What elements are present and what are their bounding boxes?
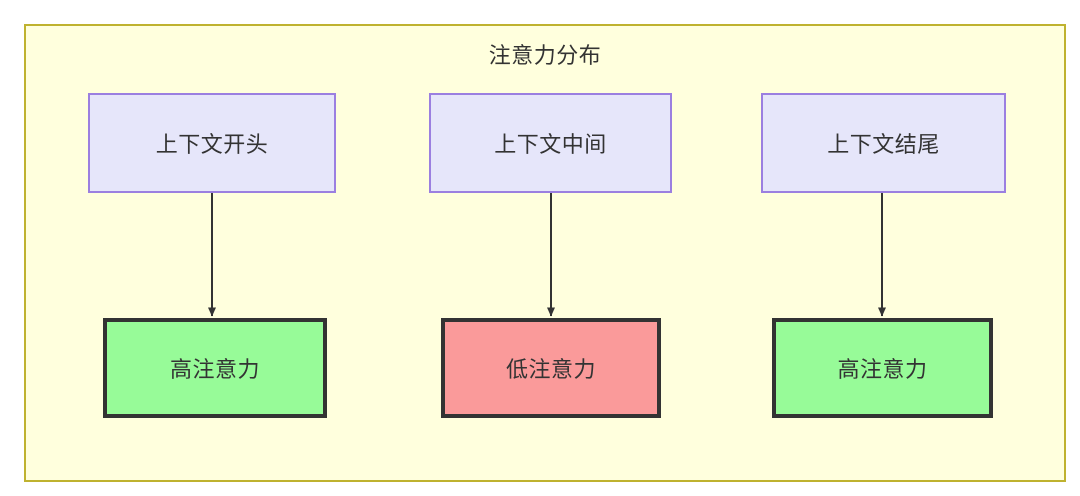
node-context-start[interactable]: 上下文开头	[88, 93, 336, 193]
node-attention-start-label: 高注意力	[169, 357, 260, 382]
node-context-end[interactable]: 上下文结尾	[761, 93, 1006, 193]
node-context-middle-label: 上下文中间	[494, 132, 607, 157]
node-context-end-label: 上下文结尾	[827, 132, 940, 157]
node-attention-end[interactable]: 高注意力	[772, 318, 993, 418]
node-context-start-label: 上下文开头	[155, 132, 269, 157]
node-attention-start[interactable]: 高注意力	[103, 318, 327, 418]
node-attention-end-label: 高注意力	[837, 357, 928, 382]
node-attention-middle[interactable]: 低注意力	[441, 318, 661, 418]
node-attention-middle-label: 低注意力	[505, 357, 596, 382]
subgraph-title: 注意力分布	[488, 43, 602, 68]
node-context-middle[interactable]: 上下文中间	[429, 93, 672, 193]
